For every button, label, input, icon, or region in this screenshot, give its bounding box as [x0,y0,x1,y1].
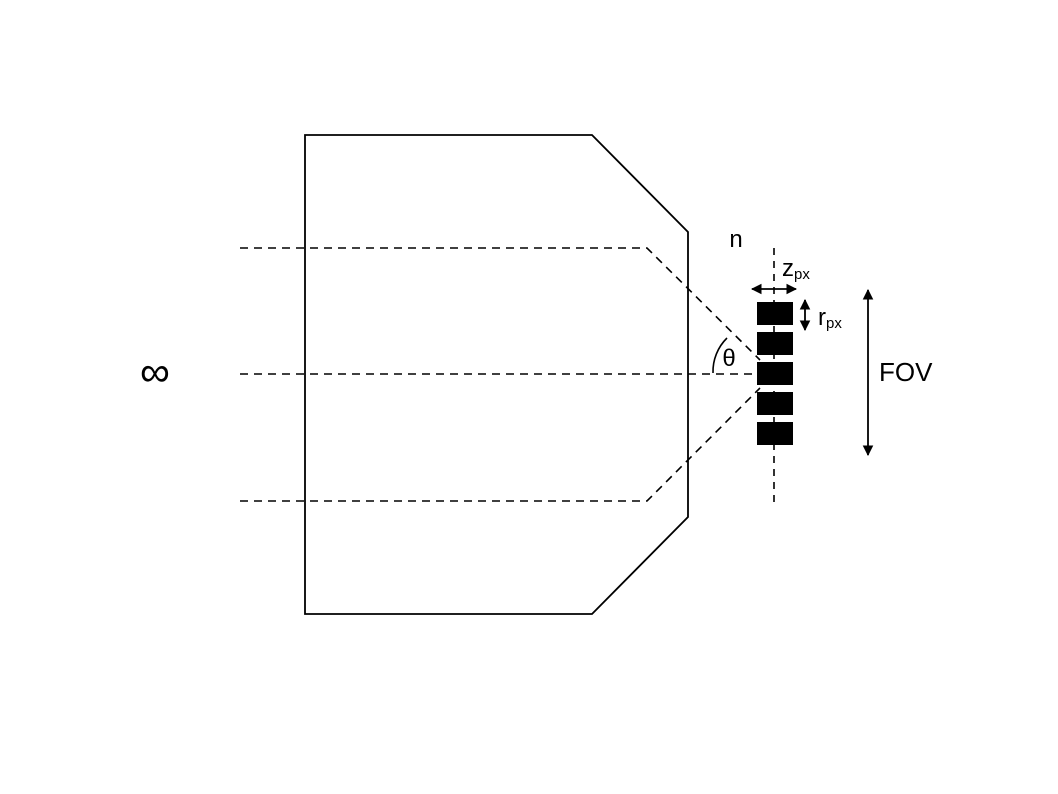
theta-angle-arc [712,337,728,374]
ray-lower [240,387,761,502]
ray-upper [240,247,761,361]
infinity-symbol: ∞ [140,348,170,395]
theta-label: θ [722,345,735,372]
lens-body [304,134,689,615]
z-px-main: z [782,255,794,282]
sensor-pixel [757,332,793,355]
sensor-pixel [757,302,793,325]
fov-label: FOV [879,357,933,387]
sensor-pixel [757,362,793,385]
sensor-pixel [757,422,793,445]
r-px-subscript: px [826,315,842,332]
r-px-main: r [818,304,826,331]
refractive-index-label: n [729,226,742,253]
r-px-label: rpx [818,304,842,332]
sensor-pixel-array [757,302,793,445]
z-px-label: zpx [782,255,810,283]
sensor-pixel [757,392,793,415]
z-px-subscript: px [794,266,810,283]
